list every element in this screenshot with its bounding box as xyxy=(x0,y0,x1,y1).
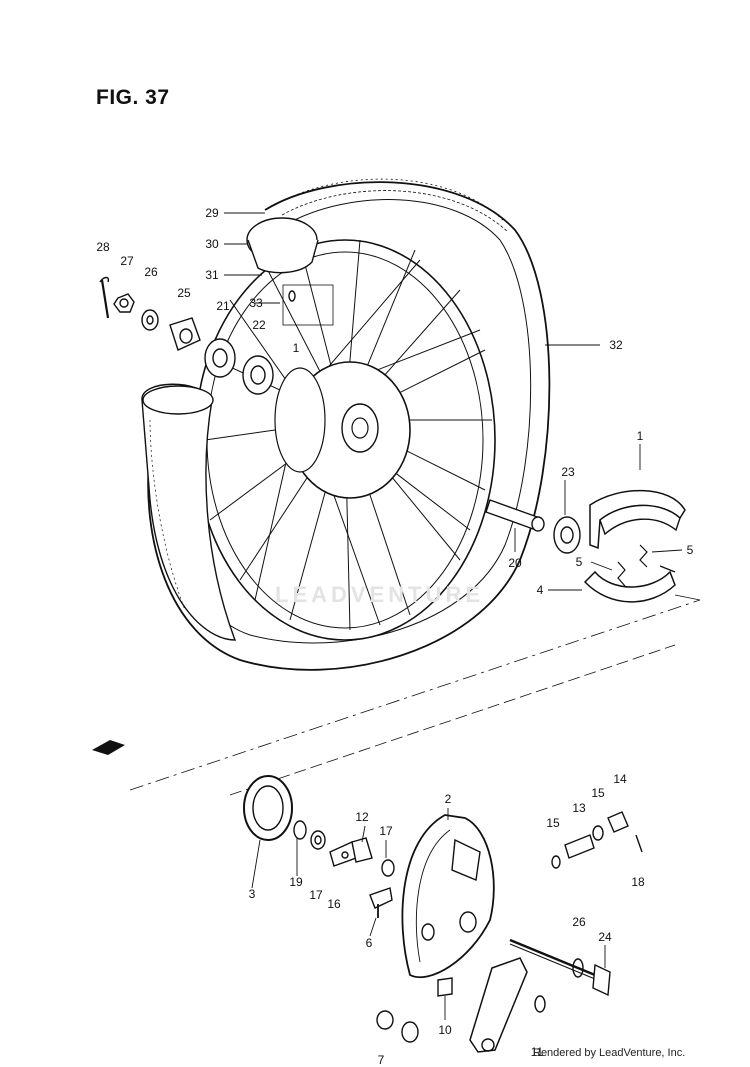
callout-25: 25 xyxy=(177,286,191,300)
axle-small-parts xyxy=(99,276,334,395)
callout-28: 28 xyxy=(96,240,110,254)
bolt-10 xyxy=(437,977,453,997)
callout-20: 20 xyxy=(508,556,522,570)
spring-5a xyxy=(617,561,626,587)
watermark: LEADVENTURE xyxy=(275,582,485,607)
callout-17a: 17 xyxy=(379,824,393,838)
cam-12 xyxy=(351,837,373,863)
bearing-21 xyxy=(204,338,236,378)
washer-11 xyxy=(534,995,546,1013)
callout-4: 4 xyxy=(536,583,544,597)
cotter-pin-28 xyxy=(100,279,110,319)
callout-5a: 5 xyxy=(686,543,694,557)
callout-13: 13 xyxy=(572,801,586,815)
callout-1-shoe: 1 xyxy=(636,429,644,443)
callout-32: 32 xyxy=(609,338,623,352)
bearing-23 xyxy=(553,516,581,554)
ring-19 xyxy=(293,820,307,840)
washer-15b xyxy=(592,825,604,841)
brake-shoe-4 xyxy=(583,570,676,603)
washer-26b xyxy=(572,958,584,978)
inner-tube xyxy=(141,383,237,641)
callout-27: 27 xyxy=(120,254,134,268)
callout-23: 23 xyxy=(561,465,575,479)
washer-17b xyxy=(310,830,326,850)
callout-17b: 17 xyxy=(309,888,323,902)
axis-line xyxy=(129,599,701,791)
callout-24: 24 xyxy=(598,930,612,944)
callout-1-hub: 1 xyxy=(292,341,300,355)
fwd-arrow-icon xyxy=(92,740,125,755)
callout-6: 6 xyxy=(365,936,373,950)
callout-10: 10 xyxy=(438,1023,452,1037)
footer-credit: Rendered by LeadVenture, Inc. xyxy=(533,1047,686,1059)
callout-15a: 15 xyxy=(591,786,605,800)
callout-33: 33 xyxy=(249,296,263,310)
washer-7 xyxy=(376,1010,394,1030)
washer-26 xyxy=(141,309,159,331)
callout-3: 3 xyxy=(248,887,256,901)
callout-16: 16 xyxy=(327,897,341,911)
spring-5b xyxy=(639,544,648,568)
callout-15b: 15 xyxy=(546,816,560,830)
washer-17a xyxy=(381,859,395,877)
callout-19: 19 xyxy=(289,875,303,889)
figure-title: FIG. 37 xyxy=(96,86,170,109)
cam-shaft-13 xyxy=(564,834,595,859)
tire xyxy=(147,181,551,671)
callout-26b: 26 xyxy=(572,915,586,929)
nut-14 xyxy=(607,811,629,833)
lever-arm xyxy=(469,957,528,1053)
callout-12: 12 xyxy=(355,810,369,824)
axle-24 xyxy=(509,938,596,977)
callout-22: 22 xyxy=(252,318,266,332)
callout-7: 7 xyxy=(377,1053,385,1067)
cam-6 xyxy=(369,887,393,909)
callout-26: 26 xyxy=(144,265,158,279)
callout-29: 29 xyxy=(205,206,219,220)
collar-25 xyxy=(169,317,201,351)
brake-shoe-group xyxy=(485,489,686,603)
callout-30: 30 xyxy=(205,237,219,251)
callout-2: 2 xyxy=(444,792,452,806)
callout-14: 14 xyxy=(613,772,627,786)
brake-panel-2 xyxy=(401,814,495,979)
washer-8 xyxy=(401,1021,419,1043)
washer-15a xyxy=(551,855,561,869)
callout-5b: 5 xyxy=(575,555,583,569)
brake-panel-group xyxy=(243,775,643,1053)
bearing-22 xyxy=(242,355,274,395)
pin-18 xyxy=(635,834,643,853)
callout-31: 31 xyxy=(205,268,219,282)
callout-11: 11 xyxy=(530,1045,544,1059)
box-33 xyxy=(282,284,334,326)
wheel-assembly xyxy=(141,178,551,671)
callout-21: 21 xyxy=(216,299,230,313)
callout-18: 18 xyxy=(631,875,645,889)
nut-27 xyxy=(113,293,135,313)
leader-lines xyxy=(224,212,683,1020)
